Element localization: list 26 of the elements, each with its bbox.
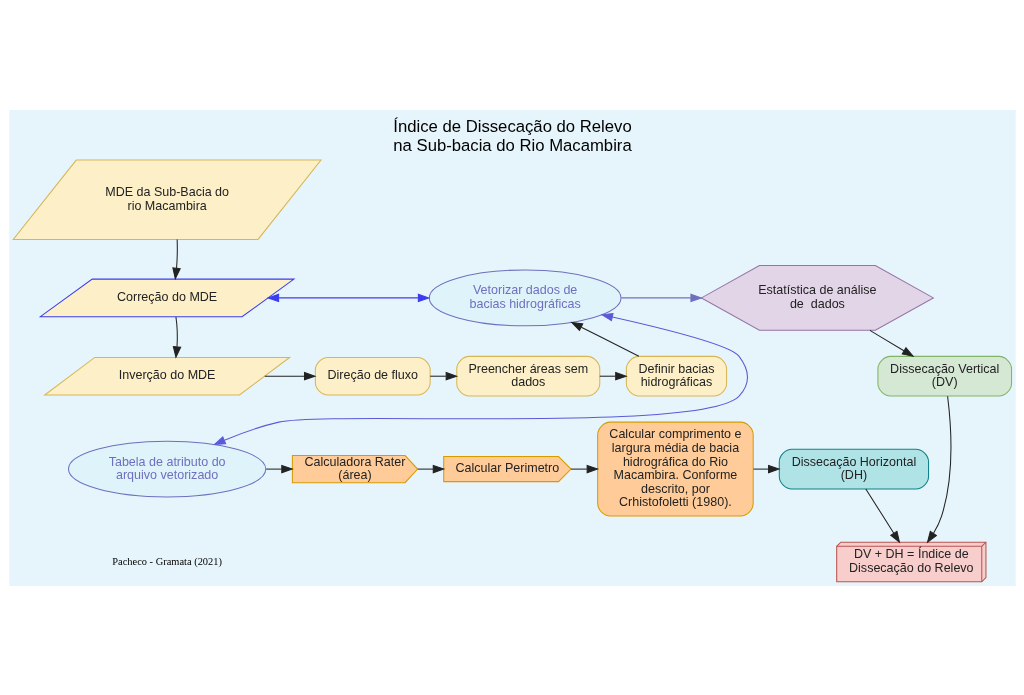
diagram-title: Índice de Dissecação do Relevo na Sub-bacia do Rio Macambira [392, 116, 632, 154]
arrow [868, 329, 914, 357]
node-box: Preencher áreas sem dados [455, 355, 600, 397]
node-box: Calcular comprimento e largura média de bacia hidrográfica do Rio Macambira. Conforme descrito, por Crhistofoletti (1980). [596, 421, 754, 517]
label: Pacheco - Gramata (2021) [111, 555, 222, 567]
node-box: Dissecação Horizontal (DH) [778, 448, 929, 489]
arrow [172, 316, 181, 359]
arrow [212, 312, 748, 445]
arrow [263, 371, 316, 381]
node-ellipse: Vetorizar dados de bacias hidrográficas [428, 268, 622, 326]
arrow [171, 238, 181, 280]
arrow [265, 464, 294, 473]
arrow [416, 464, 445, 473]
arrow [570, 464, 599, 473]
node-box: Direção de fluxo [314, 356, 431, 395]
node-box: Dissecação Vertical (DV) [876, 355, 1012, 397]
arrow [926, 395, 951, 543]
arrow [752, 464, 781, 473]
node-box: Definir bacias hidrográficas [625, 355, 727, 397]
node-ellipse: Tabela de atributo do arquivo vetorizado [67, 440, 266, 498]
arrow [429, 371, 458, 381]
arrow [620, 293, 703, 302]
arrow [266, 293, 430, 302]
arrow [569, 321, 639, 357]
arrow [598, 371, 628, 381]
arrow [864, 487, 900, 543]
